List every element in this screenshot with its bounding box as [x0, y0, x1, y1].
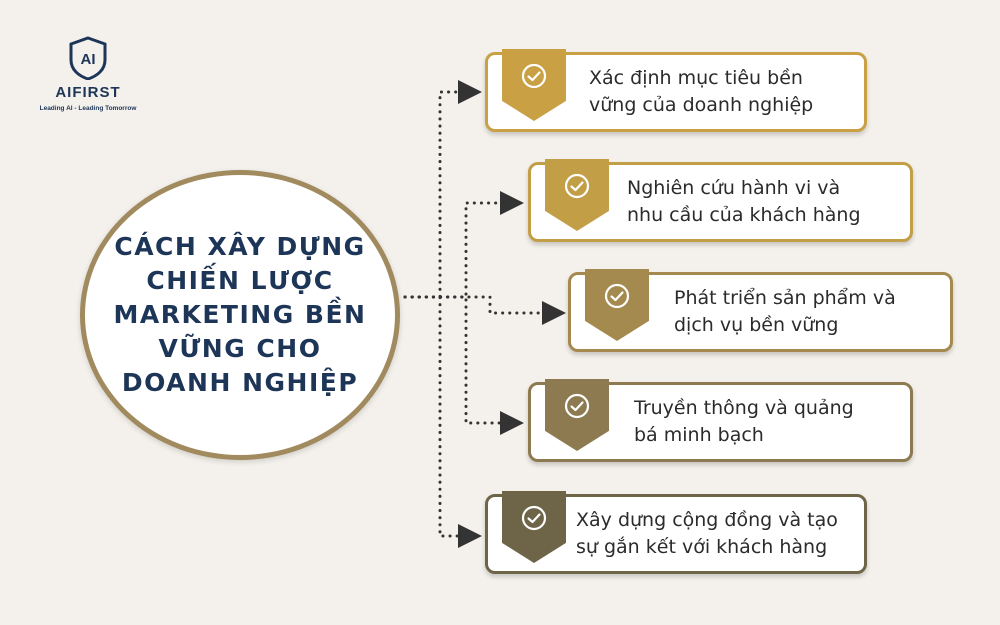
brand-tagline: Leading AI - Leading Tomorrow: [39, 105, 137, 112]
step-badge: [502, 49, 566, 121]
connector-5: [403, 295, 482, 548]
step-label-line2: nhu cầu của khách hàng: [627, 204, 861, 226]
center-topic-circle: CÁCH XÂY DỰNG CHIẾN LƯỢC MARKETING BỀN V…: [80, 170, 400, 460]
svg-text:AI: AI: [81, 51, 96, 68]
step-label-line1: Truyền thông và quảng: [634, 397, 854, 419]
check-circle-icon: [604, 283, 630, 309]
step-badge: [502, 491, 566, 563]
brand-name: AIFIRST: [55, 84, 121, 101]
step-label: Nghiên cứu hành vi và nhu cầu của khách …: [627, 175, 861, 229]
step-label-line2: sự gắn kết với khách hàng: [576, 536, 828, 558]
check-circle-icon: [521, 505, 547, 531]
center-title: CÁCH XÂY DỰNG CHIẾN LƯỢC MARKETING BỀN V…: [113, 232, 367, 397]
step-badge: [545, 159, 609, 231]
logo: AI AIFIRST Leading AI - Leading Tomorrow: [28, 36, 148, 112]
check-circle-icon: [564, 393, 590, 419]
step-label: Xây dựng cộng đồng và tạo sự gắn kết với…: [576, 507, 838, 561]
step-card-1: Xác định mục tiêu bền vững của doanh ngh…: [485, 49, 867, 132]
step-card-4: Truyền thông và quảng bá minh bạch: [528, 379, 913, 462]
step-label-line1: Phát triển sản phẩm và: [674, 287, 896, 309]
shield-logo-icon: AI: [69, 36, 107, 80]
step-badge: [585, 269, 649, 341]
step-label-line1: Xác định mục tiêu bền: [589, 67, 803, 89]
step-label: Truyền thông và quảng bá minh bạch: [634, 395, 854, 449]
step-card-2: Nghiên cứu hành vi và nhu cầu của khách …: [528, 159, 913, 242]
step-label-line2: vững của doanh nghiệp: [589, 94, 814, 116]
step-label: Phát triển sản phẩm và dịch vụ bền vững: [674, 285, 896, 339]
connector-3: [403, 295, 566, 325]
step-badge: [545, 379, 609, 451]
step-label: Xác định mục tiêu bền vững của doanh ngh…: [589, 65, 813, 119]
check-circle-icon: [564, 173, 590, 199]
step-label-line1: Nghiên cứu hành vi và: [627, 177, 841, 199]
connector-2: [403, 191, 524, 299]
connector-4: [403, 295, 524, 435]
step-card-3: Phát triển sản phẩm và dịch vụ bền vững: [568, 269, 953, 352]
step-label-line1: Xây dựng cộng đồng và tạo: [576, 509, 838, 531]
step-label-line2: dịch vụ bền vững: [674, 314, 839, 336]
check-circle-icon: [521, 63, 547, 89]
step-label-line2: bá minh bạch: [634, 424, 764, 446]
step-card-5: Xây dựng cộng đồng và tạo sự gắn kết với…: [485, 491, 867, 574]
